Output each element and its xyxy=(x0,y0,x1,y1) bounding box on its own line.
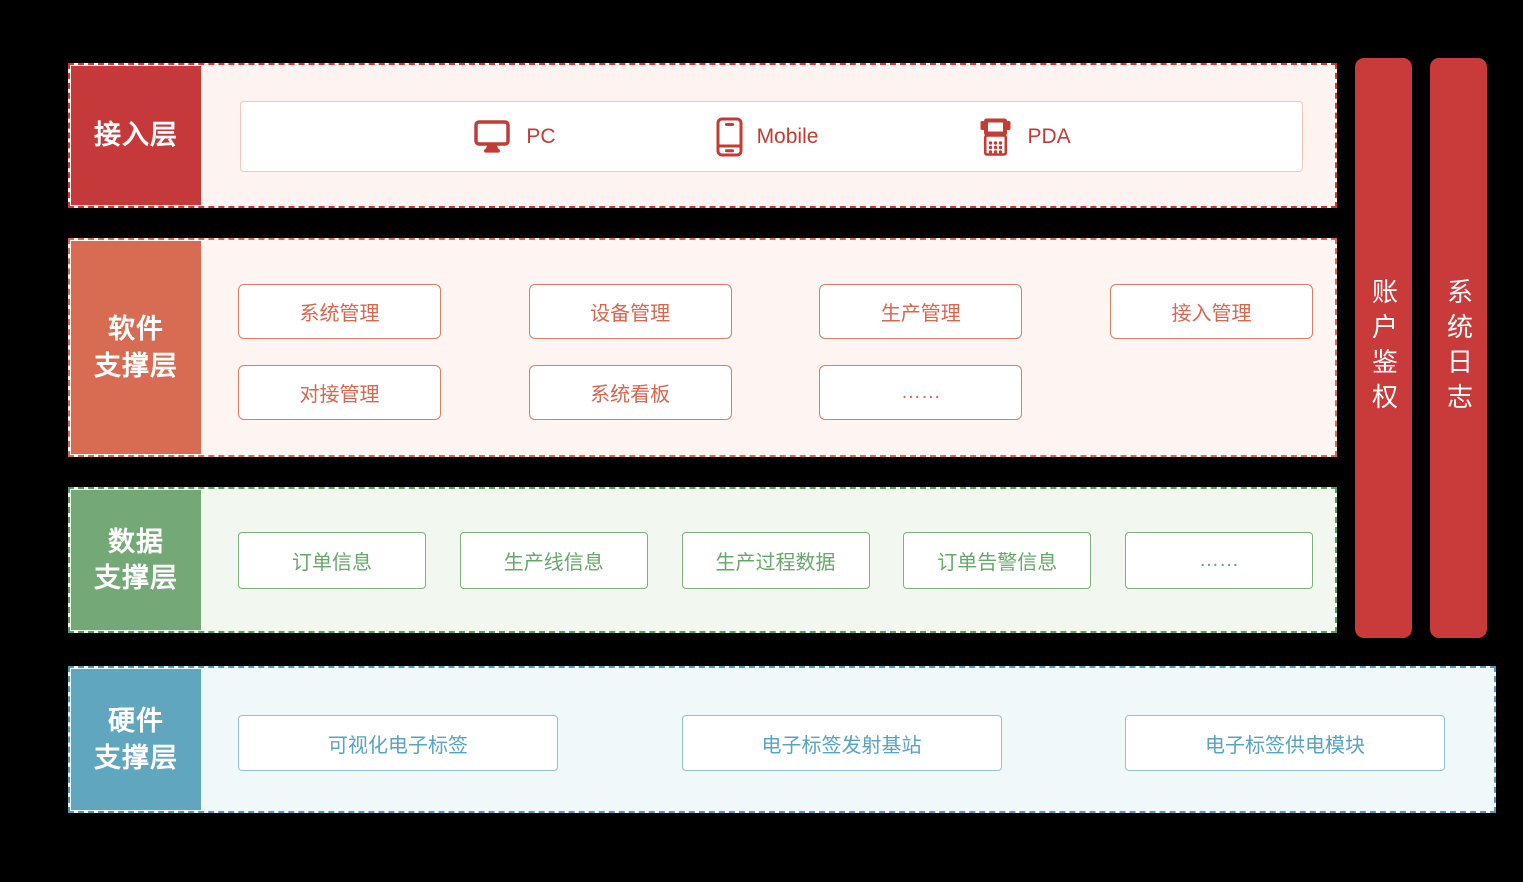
hardware-layer-label-line2: 支撑层 xyxy=(94,742,178,773)
hardware-layer-label: 硬件 支撑层 xyxy=(71,669,201,810)
software-layer-label-line1: 软件 xyxy=(108,314,164,345)
software-support-layer: 软件 支撑层 系统管理 设备管理 生产管理 接入管理 对接管理 系统看板 …… xyxy=(68,238,1337,457)
module-system-dashboard: 系统看板 xyxy=(528,365,732,420)
mobile-icon xyxy=(716,117,743,157)
hardware-tag-transmit-base-station: 电子标签发射基站 xyxy=(681,715,1002,771)
module-system-management: 系统管理 xyxy=(238,284,441,339)
software-modules-grid: 系统管理 设备管理 生产管理 接入管理 对接管理 系统看板 …… xyxy=(238,284,1313,420)
device-label: PDA xyxy=(1027,124,1071,148)
data-layer-label: 数据 支撑层 xyxy=(71,490,201,630)
access-layer-label: 接入层 xyxy=(71,66,201,205)
software-layer-label: 软件 支撑层 xyxy=(71,241,201,454)
sidebar-system-log: 系统日志 xyxy=(1430,58,1487,638)
module-access-management: 接入管理 xyxy=(1109,284,1313,339)
data-order-alert-info: 订单告警信息 xyxy=(903,532,1092,589)
data-items-grid: 订单信息 生产线信息 生产过程数据 订单告警信息 …… xyxy=(238,532,1313,589)
sidebar-account-authentication-label: 账户鉴权 xyxy=(1368,278,1399,418)
data-layer-label-line1: 数据 xyxy=(108,526,164,557)
hardware-items-grid: 可视化电子标签 电子标签发射基站 电子标签供电模块 xyxy=(238,715,1445,771)
hardware-tag-power-module: 电子标签供电模块 xyxy=(1125,715,1445,771)
hardware-visual-electronic-tag: 可视化电子标签 xyxy=(238,715,558,771)
data-order-info: 订单信息 xyxy=(238,532,426,589)
module-ellipsis: …… xyxy=(819,365,1023,420)
module-equipment-management: 设备管理 xyxy=(528,284,732,339)
module-interface-management: 对接管理 xyxy=(238,365,441,420)
pda-icon xyxy=(978,117,1013,157)
device-pda: PDA xyxy=(978,117,1071,157)
access-layer-label-text: 接入层 xyxy=(94,120,178,151)
data-ellipsis: …… xyxy=(1125,532,1313,589)
device-label: PC xyxy=(526,124,556,148)
module-production-management: 生产管理 xyxy=(819,284,1023,339)
data-production-line-info: 生产线信息 xyxy=(459,532,648,589)
pc-icon xyxy=(472,119,512,155)
hardware-layer-label-line1: 硬件 xyxy=(108,706,164,737)
data-layer-label-line2: 支撑层 xyxy=(94,563,178,593)
client-devices-panel: PC Mobile xyxy=(240,101,1303,172)
access-layer: 接入层 PC xyxy=(68,63,1337,208)
hardware-support-layer: 硬件 支撑层 可视化电子标签 电子标签发射基站 电子标签供电模块 xyxy=(68,666,1496,813)
sidebar-system-log-label: 系统日志 xyxy=(1443,278,1474,418)
device-mobile: Mobile xyxy=(716,117,819,157)
sidebar-account-authentication: 账户鉴权 xyxy=(1355,58,1412,638)
data-support-layer: 数据 支撑层 订单信息 生产线信息 生产过程数据 订单告警信息 …… xyxy=(68,487,1337,633)
device-pc: PC xyxy=(472,119,556,155)
data-production-process-data: 生产过程数据 xyxy=(681,532,870,589)
software-layer-label-line2: 支撑层 xyxy=(94,350,178,381)
device-label: Mobile xyxy=(756,124,819,148)
